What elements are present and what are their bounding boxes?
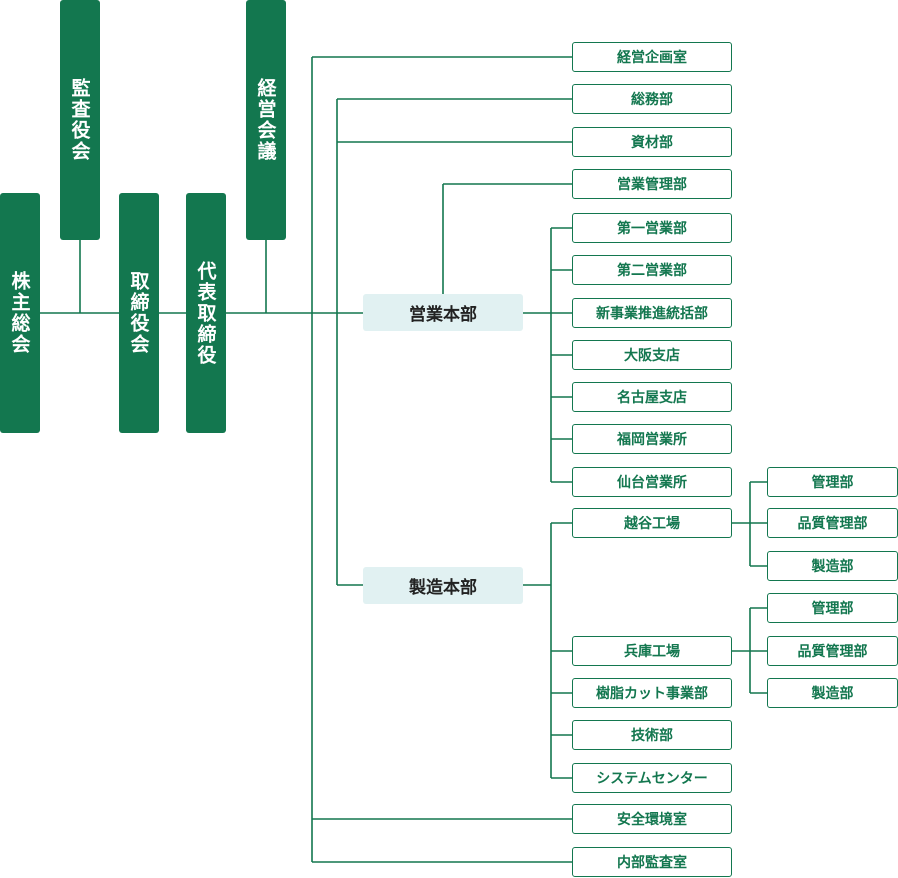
board-of-directors-label: 取締役会	[127, 271, 150, 355]
dept-new-business-label: 新事業推進統括部	[596, 306, 708, 322]
dept-safety-environment-label: 安全環境室	[617, 812, 687, 828]
management-meeting-label: 経営会議	[254, 78, 277, 162]
koshigaya-admin-label: 管理部	[811, 475, 854, 491]
dept-nagoya-branch: 名古屋支店	[572, 382, 732, 412]
dept-sales2-label: 第二営業部	[617, 263, 687, 279]
dept-sendai-office: 仙台営業所	[572, 467, 732, 497]
dept-planning: 経営企画室	[572, 42, 732, 72]
dept-system-center-label: システムセンター	[596, 771, 708, 787]
dept-resin-cut-label: 樹脂カット事業部	[596, 686, 708, 702]
manufacturing-hq-box: 製造本部	[363, 567, 523, 604]
dept-general-affairs: 総務部	[572, 84, 732, 114]
representative-director-box: 代表取締役	[186, 193, 226, 433]
hyogo-qc-unit: 品質管理部	[767, 636, 898, 666]
dept-koshigaya-plant: 越谷工場	[572, 508, 732, 538]
manufacturing-hq-label: 製造本部	[409, 578, 477, 598]
dept-safety-environment: 安全環境室	[572, 804, 732, 834]
koshigaya-qc-label: 品質管理部	[797, 516, 868, 532]
dept-sales-management: 営業管理部	[572, 169, 732, 199]
hyogo-admin-label: 管理部	[811, 601, 854, 617]
koshigaya-qc-unit: 品質管理部	[767, 508, 898, 538]
management-meeting-box: 経営会議	[246, 0, 286, 240]
dept-koshigaya-plant-label: 越谷工場	[624, 516, 680, 532]
dept-nagoya-branch-label: 名古屋支店	[617, 390, 687, 406]
dept-new-business: 新事業推進統括部	[572, 298, 732, 328]
hyogo-production-label: 製造部	[811, 686, 854, 702]
dept-internal-audit-label: 内部監査室	[617, 855, 687, 871]
dept-general-affairs-label: 総務部	[631, 92, 673, 108]
hyogo-admin-unit: 管理部	[767, 593, 898, 623]
audit-board-label: 監査役会	[68, 78, 91, 162]
koshigaya-production-unit: 製造部	[767, 551, 898, 581]
board-of-directors-box: 取締役会	[119, 193, 159, 433]
shareholders-meeting-label: 株主総会	[8, 271, 31, 355]
dept-osaka-branch: 大阪支店	[572, 340, 732, 370]
sales-hq-label: 営業本部	[409, 305, 477, 325]
dept-materials-label: 資材部	[631, 135, 673, 151]
dept-fukuoka-office: 福岡営業所	[572, 424, 732, 454]
dept-sendai-office-label: 仙台営業所	[617, 475, 687, 491]
hyogo-production-unit: 製造部	[767, 678, 898, 708]
koshigaya-admin-unit: 管理部	[767, 467, 898, 497]
shareholders-meeting-box: 株主総会	[0, 193, 40, 433]
dept-planning-label: 経営企画室	[617, 50, 687, 66]
dept-fukuoka-office-label: 福岡営業所	[617, 432, 687, 448]
sales-hq-box: 営業本部	[363, 294, 523, 331]
dept-hyogo-plant-label: 兵庫工場	[624, 644, 680, 660]
audit-board-box: 監査役会	[60, 0, 100, 240]
hyogo-qc-label: 品質管理部	[797, 644, 868, 660]
dept-osaka-branch-label: 大阪支店	[624, 348, 680, 364]
koshigaya-production-label: 製造部	[811, 559, 854, 575]
dept-technology-label: 技術部	[631, 728, 673, 744]
dept-internal-audit: 内部監査室	[572, 847, 732, 877]
dept-materials: 資材部	[572, 127, 732, 157]
dept-sales1: 第一営業部	[572, 213, 732, 243]
dept-hyogo-plant: 兵庫工場	[572, 636, 732, 666]
dept-technology: 技術部	[572, 720, 732, 750]
dept-resin-cut: 樹脂カット事業部	[572, 678, 732, 708]
dept-system-center: システムセンター	[572, 763, 732, 793]
dept-sales1-label: 第一営業部	[617, 221, 687, 237]
dept-sales2: 第二営業部	[572, 255, 732, 285]
dept-sales-management-label: 営業管理部	[617, 177, 687, 193]
representative-director-label: 代表取締役	[194, 260, 217, 366]
